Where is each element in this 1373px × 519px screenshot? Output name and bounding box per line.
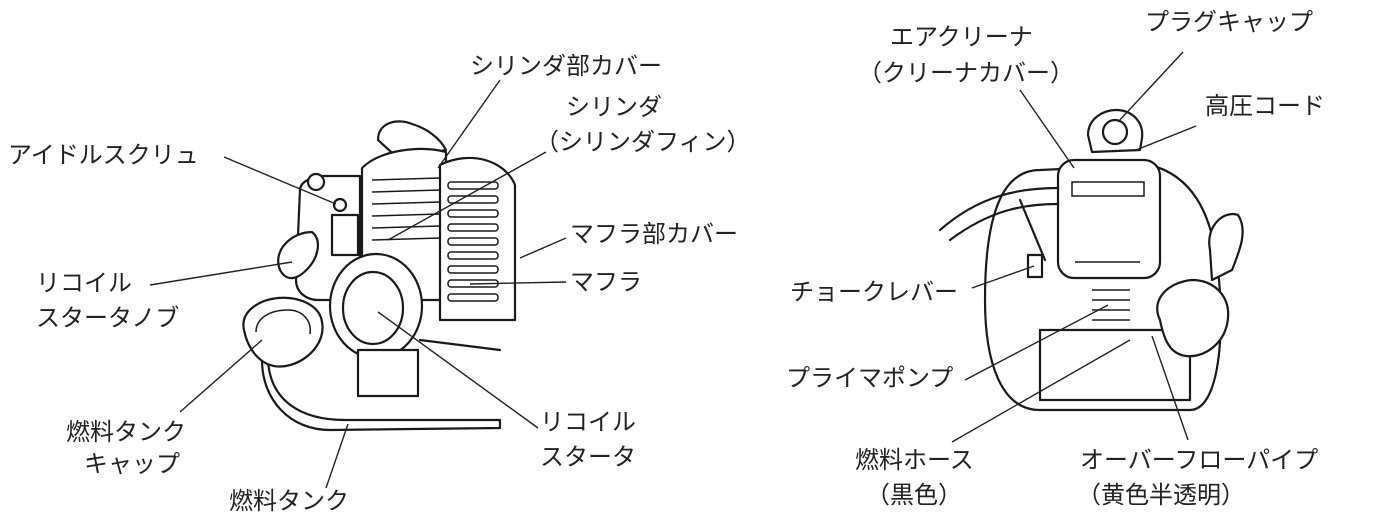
leader-primer-pump xyxy=(964,304,1109,381)
leader-muffler-cover xyxy=(519,237,567,259)
label-fuel-hose-line1: 燃料ホース xyxy=(855,446,974,474)
leader-fuel-tank xyxy=(325,423,349,489)
label-air-cleaner-line2: （クリーナカバー） xyxy=(858,59,1074,87)
label-idle-screw: アイドルスクリュ xyxy=(8,141,199,169)
label-cylinder-line1: シリンダ xyxy=(566,93,662,121)
label-muffler-cover: マフラ部カバー xyxy=(570,220,738,248)
leader-muffler xyxy=(469,281,567,285)
label-recoil-knob-line1: リコイル xyxy=(36,269,132,297)
leader-recoil-knob xyxy=(149,261,293,286)
label-hv-cord: 高圧コード xyxy=(1205,92,1325,120)
label-overflow-pipe-line2: （黄色半透明） xyxy=(1077,481,1245,509)
leader-idle-screw xyxy=(223,156,337,205)
leader-lines xyxy=(149,51,1197,489)
label-overflow-pipe-line1: オーバーフローパイプ xyxy=(1080,446,1318,474)
label-choke-lever: チョークレバー xyxy=(790,278,958,306)
leader-fuel-hose xyxy=(951,339,1131,443)
label-plug-cap: プラグキャップ xyxy=(1145,8,1313,36)
leader-recoil-starter xyxy=(377,311,539,429)
label-recoil-starter-line2: スタータ xyxy=(540,443,636,471)
label-air-cleaner-line1: エアクリーナ xyxy=(890,23,1033,51)
label-recoil-starter-line1: リコイル xyxy=(540,408,636,436)
leader-overflow-pipe xyxy=(1151,335,1189,441)
left-engine-figure xyxy=(242,120,517,432)
right-engine-figure xyxy=(938,108,1244,412)
label-fuel-hose-line2: （黒色） xyxy=(866,481,962,509)
leader-cylinder-cover xyxy=(437,79,501,169)
leader-hv-cord xyxy=(1135,125,1197,151)
leader-air-cleaner xyxy=(1019,89,1075,169)
labels: シリンダ部カバー シリンダ （シリンダフィン） アイドルスクリュ マフラ部カバー… xyxy=(8,8,1325,515)
label-cylinder-line2: （シリンダフィン） xyxy=(535,128,751,156)
leader-plug-cap xyxy=(1117,51,1184,123)
label-fuel-tank: 燃料タンク xyxy=(229,487,349,515)
label-muffler: マフラ xyxy=(570,268,642,296)
leader-cylinder xyxy=(387,151,547,241)
label-cylinder-cover: シリンダ部カバー xyxy=(470,52,662,80)
label-fuel-cap-line1: 燃料タンク xyxy=(66,418,186,446)
label-primer-pump: プライマポンプ xyxy=(786,364,953,392)
leader-fuel-cap xyxy=(179,339,263,413)
leader-choke-lever xyxy=(971,265,1035,289)
label-recoil-knob-line2: スタータノブ xyxy=(36,304,179,332)
label-fuel-cap-line2: キャップ xyxy=(84,450,180,478)
